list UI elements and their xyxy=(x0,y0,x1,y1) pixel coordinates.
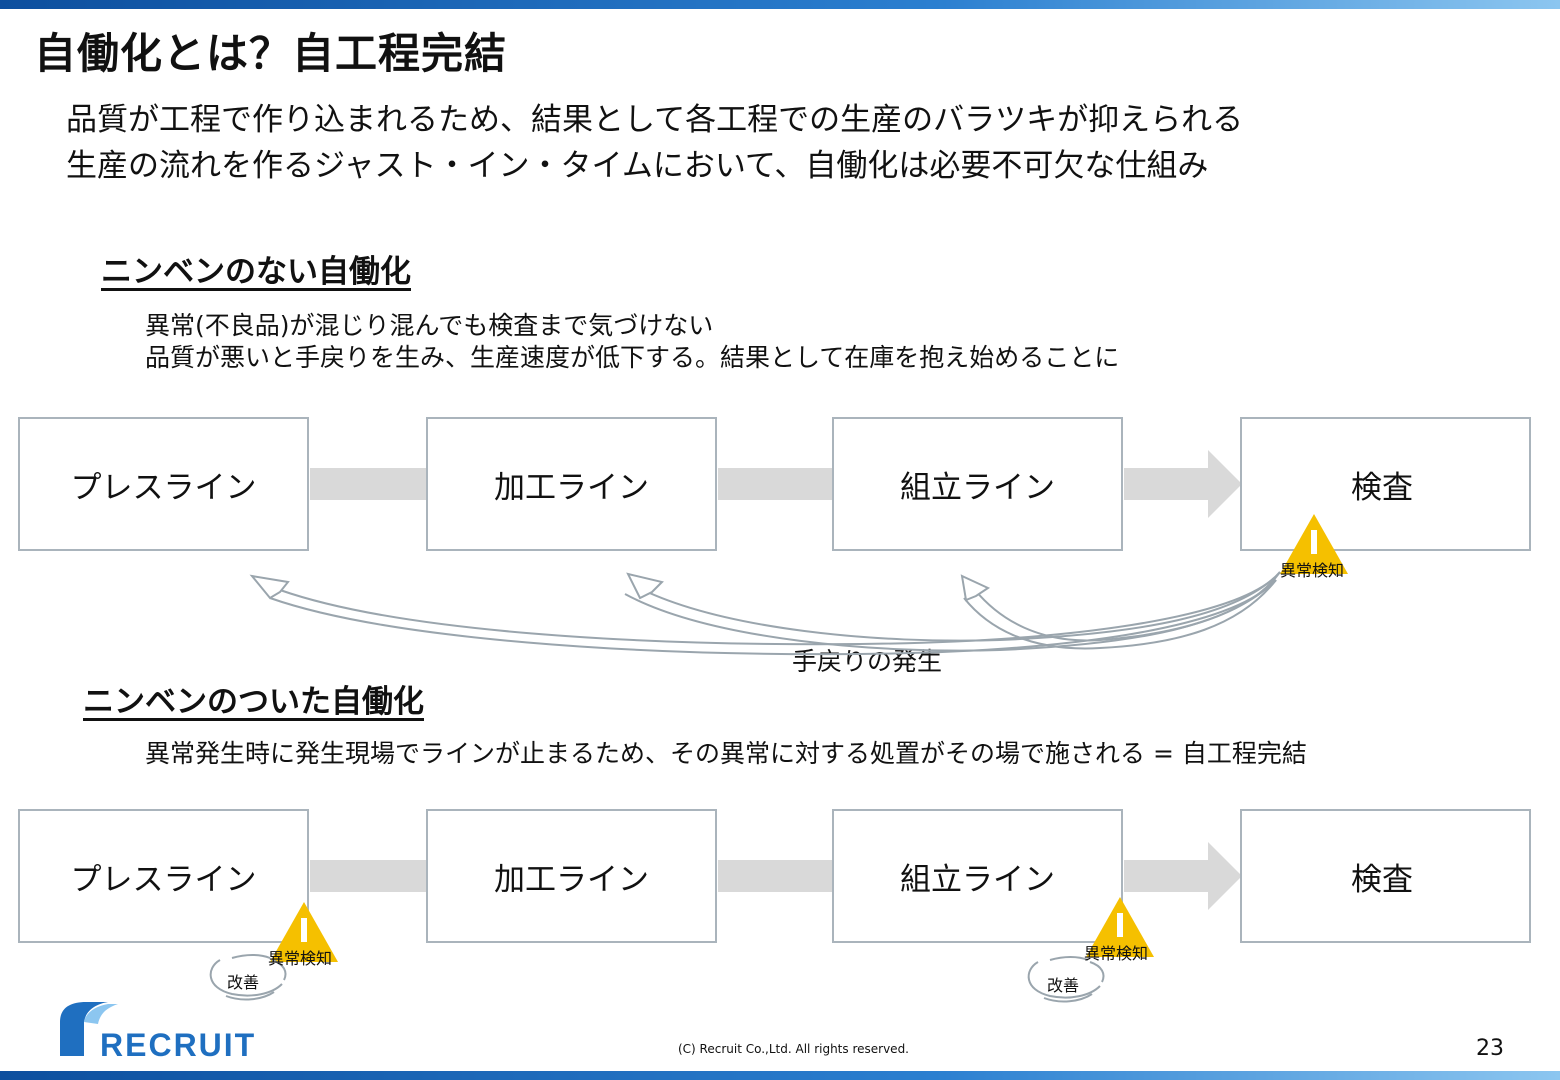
page-number: 23 xyxy=(1476,1036,1504,1061)
warning-triangle-icon xyxy=(270,902,338,962)
section1-desc-2: 品質が悪いと手戻りを生み、生産速度が低下する。結果として在庫を抱え始めることに xyxy=(145,343,1120,372)
warning-triangle-icon xyxy=(1280,514,1348,574)
process-box-inspection: 検査 xyxy=(1240,417,1531,551)
section2-desc: 異常発生時に発生現場でラインが止まるため、その異常に対する処置がその場で施される… xyxy=(145,739,1307,768)
flow-arrow-head xyxy=(1124,842,1242,910)
logo-text: RECRUIT xyxy=(100,1027,256,1060)
process-box-press: プレスライン xyxy=(18,809,309,943)
recruit-logo-icon: RECRUIT xyxy=(60,1002,256,1063)
warning-triangle-icon xyxy=(1086,897,1154,957)
page-title: 自働化とは？自工程完結 xyxy=(34,29,508,78)
rework-label: 手戻りの発生 xyxy=(792,647,943,676)
bottom-accent-bar xyxy=(0,1071,1560,1080)
section1-heading: ニンベンのない自働化 xyxy=(101,254,411,290)
process-box-machining: 加工ライン xyxy=(426,809,717,943)
flow-arrow-connector xyxy=(718,468,838,500)
flow-arrow-head xyxy=(1124,450,1242,518)
anomaly-detect-label: 異常検知 xyxy=(1280,561,1345,580)
improvement-cycle-icon xyxy=(209,954,287,1001)
process-box-inspection: 検査 xyxy=(1240,809,1531,943)
process-box-assembly: 組立ライン xyxy=(832,417,1123,551)
lead-line-1: 品質が工程で作り込まれるため、結果として各工程での生産のバラツキが抑えられる xyxy=(66,102,1244,138)
flow-arrow-connector xyxy=(310,860,430,892)
process-box-press: プレスライン xyxy=(18,417,309,551)
anomaly-detect-label: 異常検知 xyxy=(268,949,333,968)
flow-arrow-connector xyxy=(310,468,430,500)
anomaly-detect-label: 異常検知 xyxy=(1084,944,1149,963)
recruit-logo: RECRUIT xyxy=(56,1000,288,1064)
process-box-assembly: 組立ライン xyxy=(832,809,1123,943)
rework-arrows-icon xyxy=(249,571,1281,656)
improvement-cycle-icon xyxy=(1027,956,1105,1003)
improvement-label: 改善 xyxy=(1047,976,1080,995)
copyright-footer: (C) Recruit Co.,Ltd. All rights reserved… xyxy=(678,1042,909,1056)
improvement-label: 改善 xyxy=(227,973,260,992)
section2-heading: ニンベンのついた自働化 xyxy=(83,684,424,720)
process-box-machining: 加工ライン xyxy=(426,417,717,551)
section1-desc-1: 異常(不良品)が混じり混んでも検査まで気づけない xyxy=(145,311,714,340)
lead-line-2: 生産の流れを作るジャスト・イン・タイムにおいて、自働化は必要不可欠な仕組み xyxy=(66,148,1209,184)
flow-arrow-connector xyxy=(718,860,838,892)
top-accent-bar xyxy=(0,0,1560,9)
